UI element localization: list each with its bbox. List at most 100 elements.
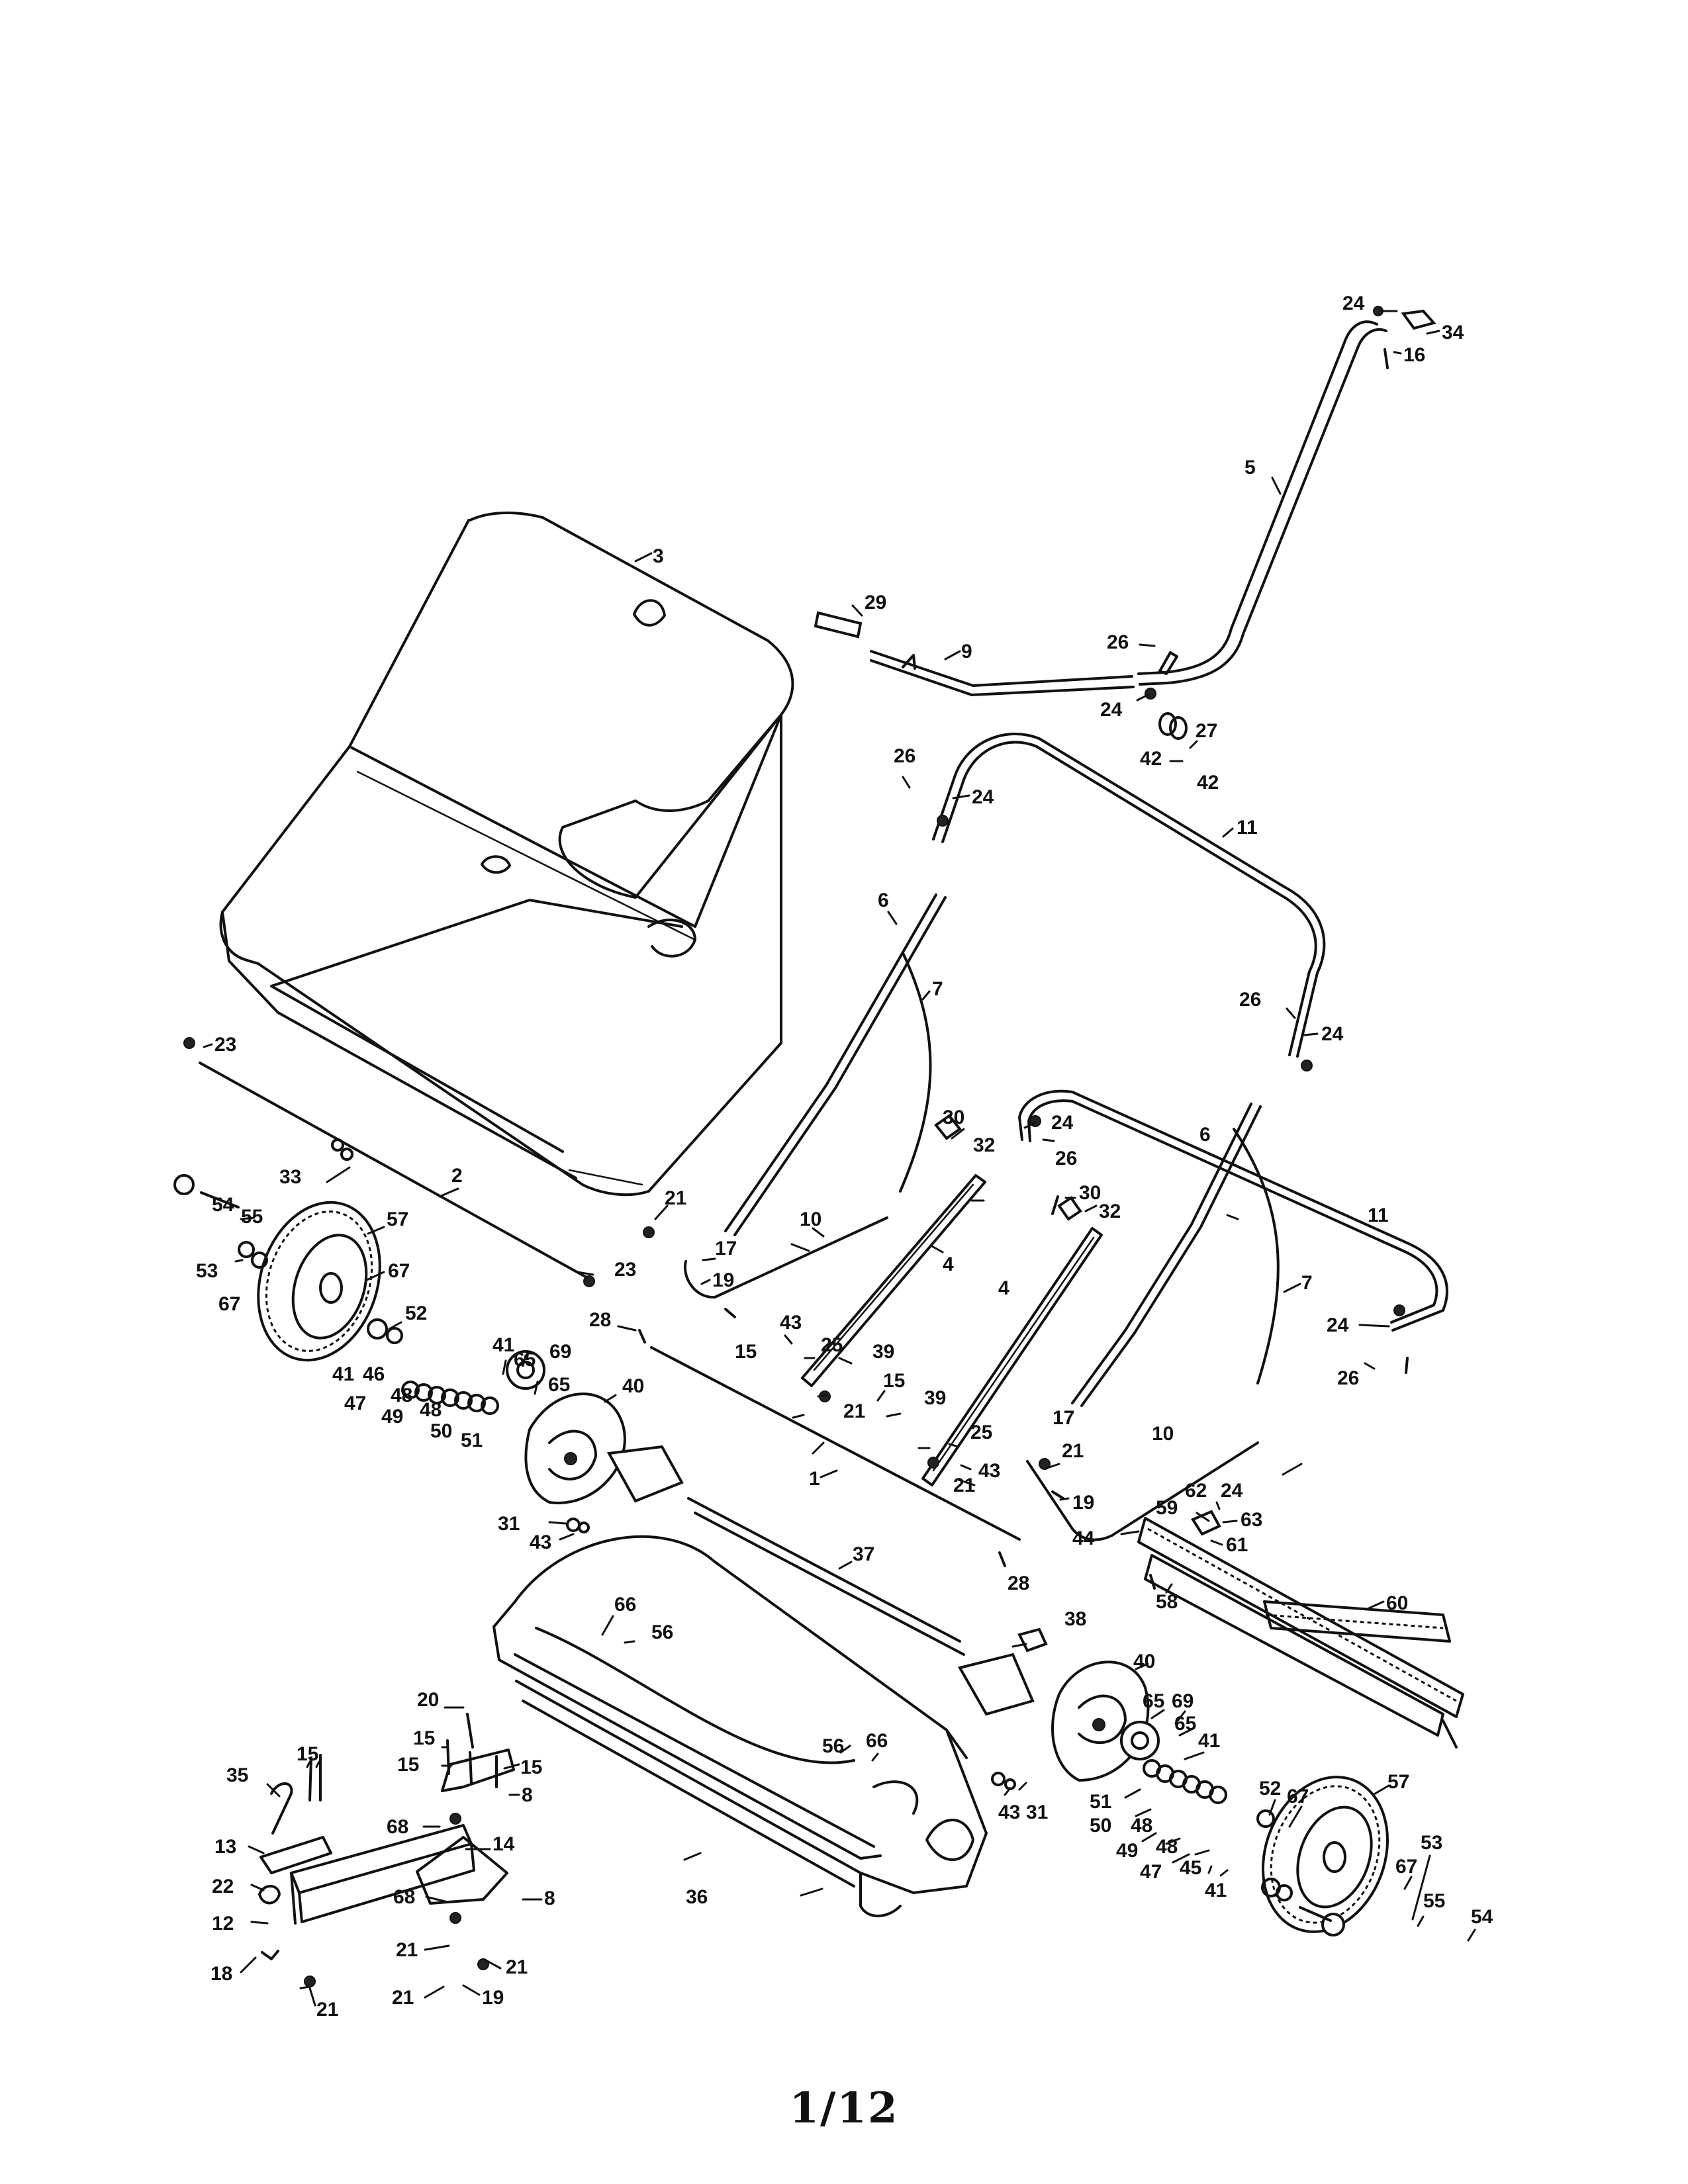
callout-23b: 23 xyxy=(614,1259,636,1281)
callout-57a: 57 xyxy=(387,1208,408,1230)
callout-40a: 40 xyxy=(622,1375,644,1397)
callout-7b: 7 xyxy=(1301,1272,1313,1294)
callout-31a: 31 xyxy=(498,1513,520,1535)
callout-49b: 49 xyxy=(1116,1840,1138,1862)
callout-16: 16 xyxy=(1403,344,1425,366)
tow-plate xyxy=(259,1836,332,1874)
callout-56a: 56 xyxy=(651,1621,673,1643)
handle-frame-upper xyxy=(932,733,1326,1058)
handle-frame-lower xyxy=(1018,1089,1448,1332)
callout-21h: 21 xyxy=(316,1999,338,2021)
callout-43a: 43 xyxy=(780,1312,802,1334)
spring-lower xyxy=(1233,1128,1280,1385)
callout-6b: 6 xyxy=(1199,1124,1211,1146)
callout-7a: 7 xyxy=(932,978,943,1000)
callout-58: 58 xyxy=(1156,1591,1178,1613)
callout-48c: 48 xyxy=(1131,1815,1152,1837)
callout-15a: 15 xyxy=(735,1341,757,1363)
callout-24e: 24 xyxy=(1051,1112,1074,1134)
housing xyxy=(492,1535,988,1917)
callout-48d: 48 xyxy=(1156,1836,1178,1858)
callout-52a: 52 xyxy=(405,1302,427,1324)
spring-upper xyxy=(899,952,932,1193)
callout-39a: 39 xyxy=(872,1341,894,1363)
callout-36: 36 xyxy=(686,1886,708,1908)
side-rod-upper xyxy=(724,893,947,1236)
callout-56b: 56 xyxy=(822,1735,844,1757)
callout-4b: 4 xyxy=(998,1277,1009,1299)
callout-6a: 6 xyxy=(878,889,889,911)
callout-17b: 17 xyxy=(1053,1407,1074,1429)
brush-assembly xyxy=(1137,1517,1464,1749)
callout-19a: 19 xyxy=(712,1269,734,1291)
callout-40b: 40 xyxy=(1133,1651,1155,1672)
callout-43d: 43 xyxy=(998,1801,1020,1823)
axle-rod xyxy=(199,1062,588,1279)
callout-24f: 24 xyxy=(1327,1314,1349,1336)
callout-33: 33 xyxy=(279,1166,301,1188)
callout-44: 44 xyxy=(1072,1527,1095,1549)
callout-43c: 43 xyxy=(530,1531,551,1553)
callout-15b: 15 xyxy=(883,1370,905,1392)
callout-2: 2 xyxy=(451,1165,463,1187)
callout-47b: 47 xyxy=(1140,1861,1162,1883)
callout-15c: 15 xyxy=(297,1743,318,1765)
hardware xyxy=(173,306,1409,1987)
callout-21g: 21 xyxy=(392,1987,414,2009)
callout-60: 60 xyxy=(1386,1592,1408,1614)
callout-21e: 21 xyxy=(396,1939,418,1961)
callout-59: 59 xyxy=(1156,1497,1178,1519)
callout-24c: 24 xyxy=(972,786,994,808)
callout-42a: 42 xyxy=(1140,748,1162,770)
drive-shaft xyxy=(687,1497,965,1656)
callout-24a: 24 xyxy=(1342,293,1365,314)
callout-22: 22 xyxy=(212,1876,234,1897)
callout-31b: 31 xyxy=(1026,1801,1048,1823)
callout-55b: 55 xyxy=(1423,1890,1445,1912)
callout-26c: 26 xyxy=(1239,989,1261,1011)
callout-65a: 65 xyxy=(514,1349,536,1371)
callout-21d: 21 xyxy=(953,1475,975,1496)
callout-15e: 15 xyxy=(397,1754,419,1776)
callout-41c: 41 xyxy=(1198,1730,1220,1752)
adjust-bar-lower xyxy=(921,1227,1103,1486)
callout-1: 1 xyxy=(809,1468,820,1490)
callout-48a: 48 xyxy=(391,1385,412,1406)
callout-10b: 10 xyxy=(1152,1423,1174,1445)
callout-69b: 69 xyxy=(1172,1690,1194,1712)
callout-18: 18 xyxy=(211,1963,232,1985)
leader-lines xyxy=(203,310,1476,2007)
callout-49a: 49 xyxy=(381,1406,403,1428)
callout-51a: 51 xyxy=(461,1430,483,1451)
callout-21f: 21 xyxy=(506,1956,528,1978)
callout-25a: 25 xyxy=(821,1334,843,1356)
callout-28b: 28 xyxy=(1008,1572,1029,1594)
callout-21b: 21 xyxy=(843,1400,865,1422)
callout-19b: 19 xyxy=(1072,1492,1094,1514)
callout-41d: 41 xyxy=(1205,1880,1227,1901)
callout-24d: 24 xyxy=(1321,1023,1344,1045)
callout-67a: 67 xyxy=(218,1293,240,1315)
page-number: 1/12 xyxy=(789,2083,899,2133)
callout-53a: 53 xyxy=(196,1260,218,1282)
callout-9: 9 xyxy=(961,641,972,662)
callout-43b: 43 xyxy=(978,1460,1000,1482)
side-rod-lower xyxy=(1071,1103,1262,1407)
callout-28a: 28 xyxy=(589,1309,611,1331)
callout-8a: 8 xyxy=(522,1784,533,1806)
callout-68b: 68 xyxy=(393,1886,415,1908)
callout-51b: 51 xyxy=(1090,1791,1111,1813)
callout-66b: 66 xyxy=(866,1730,888,1752)
callout-61: 61 xyxy=(1226,1534,1248,1556)
callout-26a: 26 xyxy=(1107,631,1129,653)
callout-4a: 4 xyxy=(943,1253,954,1275)
callout-53b: 53 xyxy=(1421,1832,1442,1854)
callout-41b: 41 xyxy=(332,1363,354,1385)
callout-65c: 65 xyxy=(1143,1690,1164,1712)
callout-14: 14 xyxy=(492,1833,515,1855)
callout-68a: 68 xyxy=(387,1816,408,1838)
callout-66a: 66 xyxy=(614,1594,636,1615)
hitch-plate-upper xyxy=(441,1749,515,1792)
upper-handle xyxy=(1137,309,1436,686)
